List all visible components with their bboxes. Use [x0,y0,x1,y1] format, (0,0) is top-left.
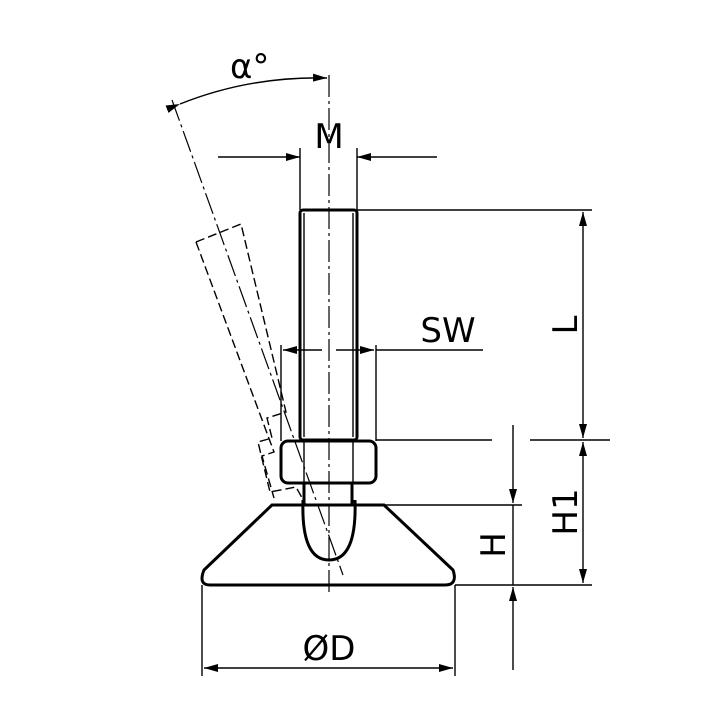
wrench-size-label: SW [420,311,475,351]
angle-dimension [165,73,328,113]
tilted-position-outline [171,99,344,576]
angle-label: α° [230,47,269,87]
wrench-size-dimension [280,345,483,441]
length-label: L [546,315,586,334]
base-height-dimension [384,425,522,670]
base-height-label: H [474,532,514,558]
swivel-ball [301,499,357,562]
total-height-label: H1 [546,488,586,535]
length-dimension [357,209,610,441]
diameter-label: ØD [303,629,356,669]
tilted-axis [171,99,344,576]
diameter-dimension [201,585,456,676]
thread-dimension [218,148,437,210]
thread-label: M [314,117,343,157]
total-height-dimension [455,442,592,586]
base-plate [200,503,456,587]
